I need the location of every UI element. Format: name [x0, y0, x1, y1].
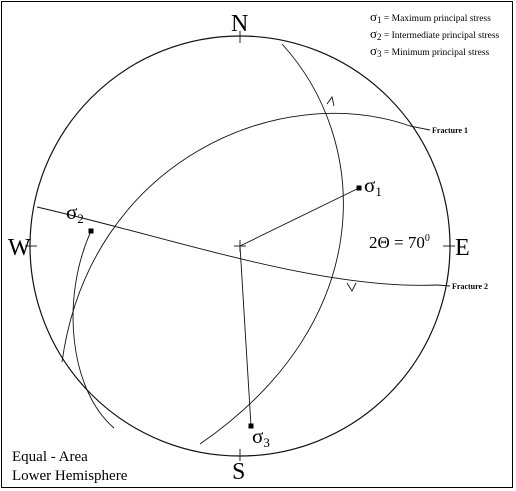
- legend-item-sigma1: σ1 = Maximum principal stress: [370, 9, 491, 25]
- east-label: E: [455, 235, 470, 261]
- south-label: S: [232, 459, 245, 485]
- angle-arrowhead-lower: [346, 282, 357, 292]
- sigma3-label: σ3: [252, 424, 270, 450]
- angle-arrowhead-upper: [326, 95, 335, 107]
- legend-item-sigma3: σ3 = Minimum principal stress: [370, 43, 490, 59]
- sigma1-point: [356, 185, 362, 191]
- sigma3-point: [248, 423, 254, 429]
- sigma2-plane-arc: [72, 230, 115, 429]
- north-label: N: [231, 11, 248, 37]
- sigma2-label: σ2: [66, 200, 84, 226]
- fracture-1-label: Fracture 1: [432, 126, 468, 135]
- fracture-2-leader: [436, 284, 451, 287]
- fracture-2-label: Fracture 2: [452, 282, 488, 291]
- sigma1-label: σ1: [364, 173, 382, 199]
- fracture-1-leader: [409, 125, 431, 131]
- caption-projection: Equal - Area: [12, 449, 88, 465]
- sigma2-point: [88, 228, 94, 234]
- caption-hemisphere: Lower Hemisphere: [12, 468, 128, 484]
- legend-item-sigma2: σ2 = Intermediate principal stress: [370, 26, 500, 42]
- sigma3-line: [239, 245, 252, 427]
- west-label: W: [8, 235, 31, 261]
- fracture-1-great-circle: [61, 113, 411, 363]
- fracture-2-great-circle: [36, 206, 438, 286]
- angle-label: 2Θ = 700: [369, 233, 430, 252]
- sigma1-sigma3-great-circle: [199, 43, 344, 445]
- sigma1-line: [239, 187, 360, 247]
